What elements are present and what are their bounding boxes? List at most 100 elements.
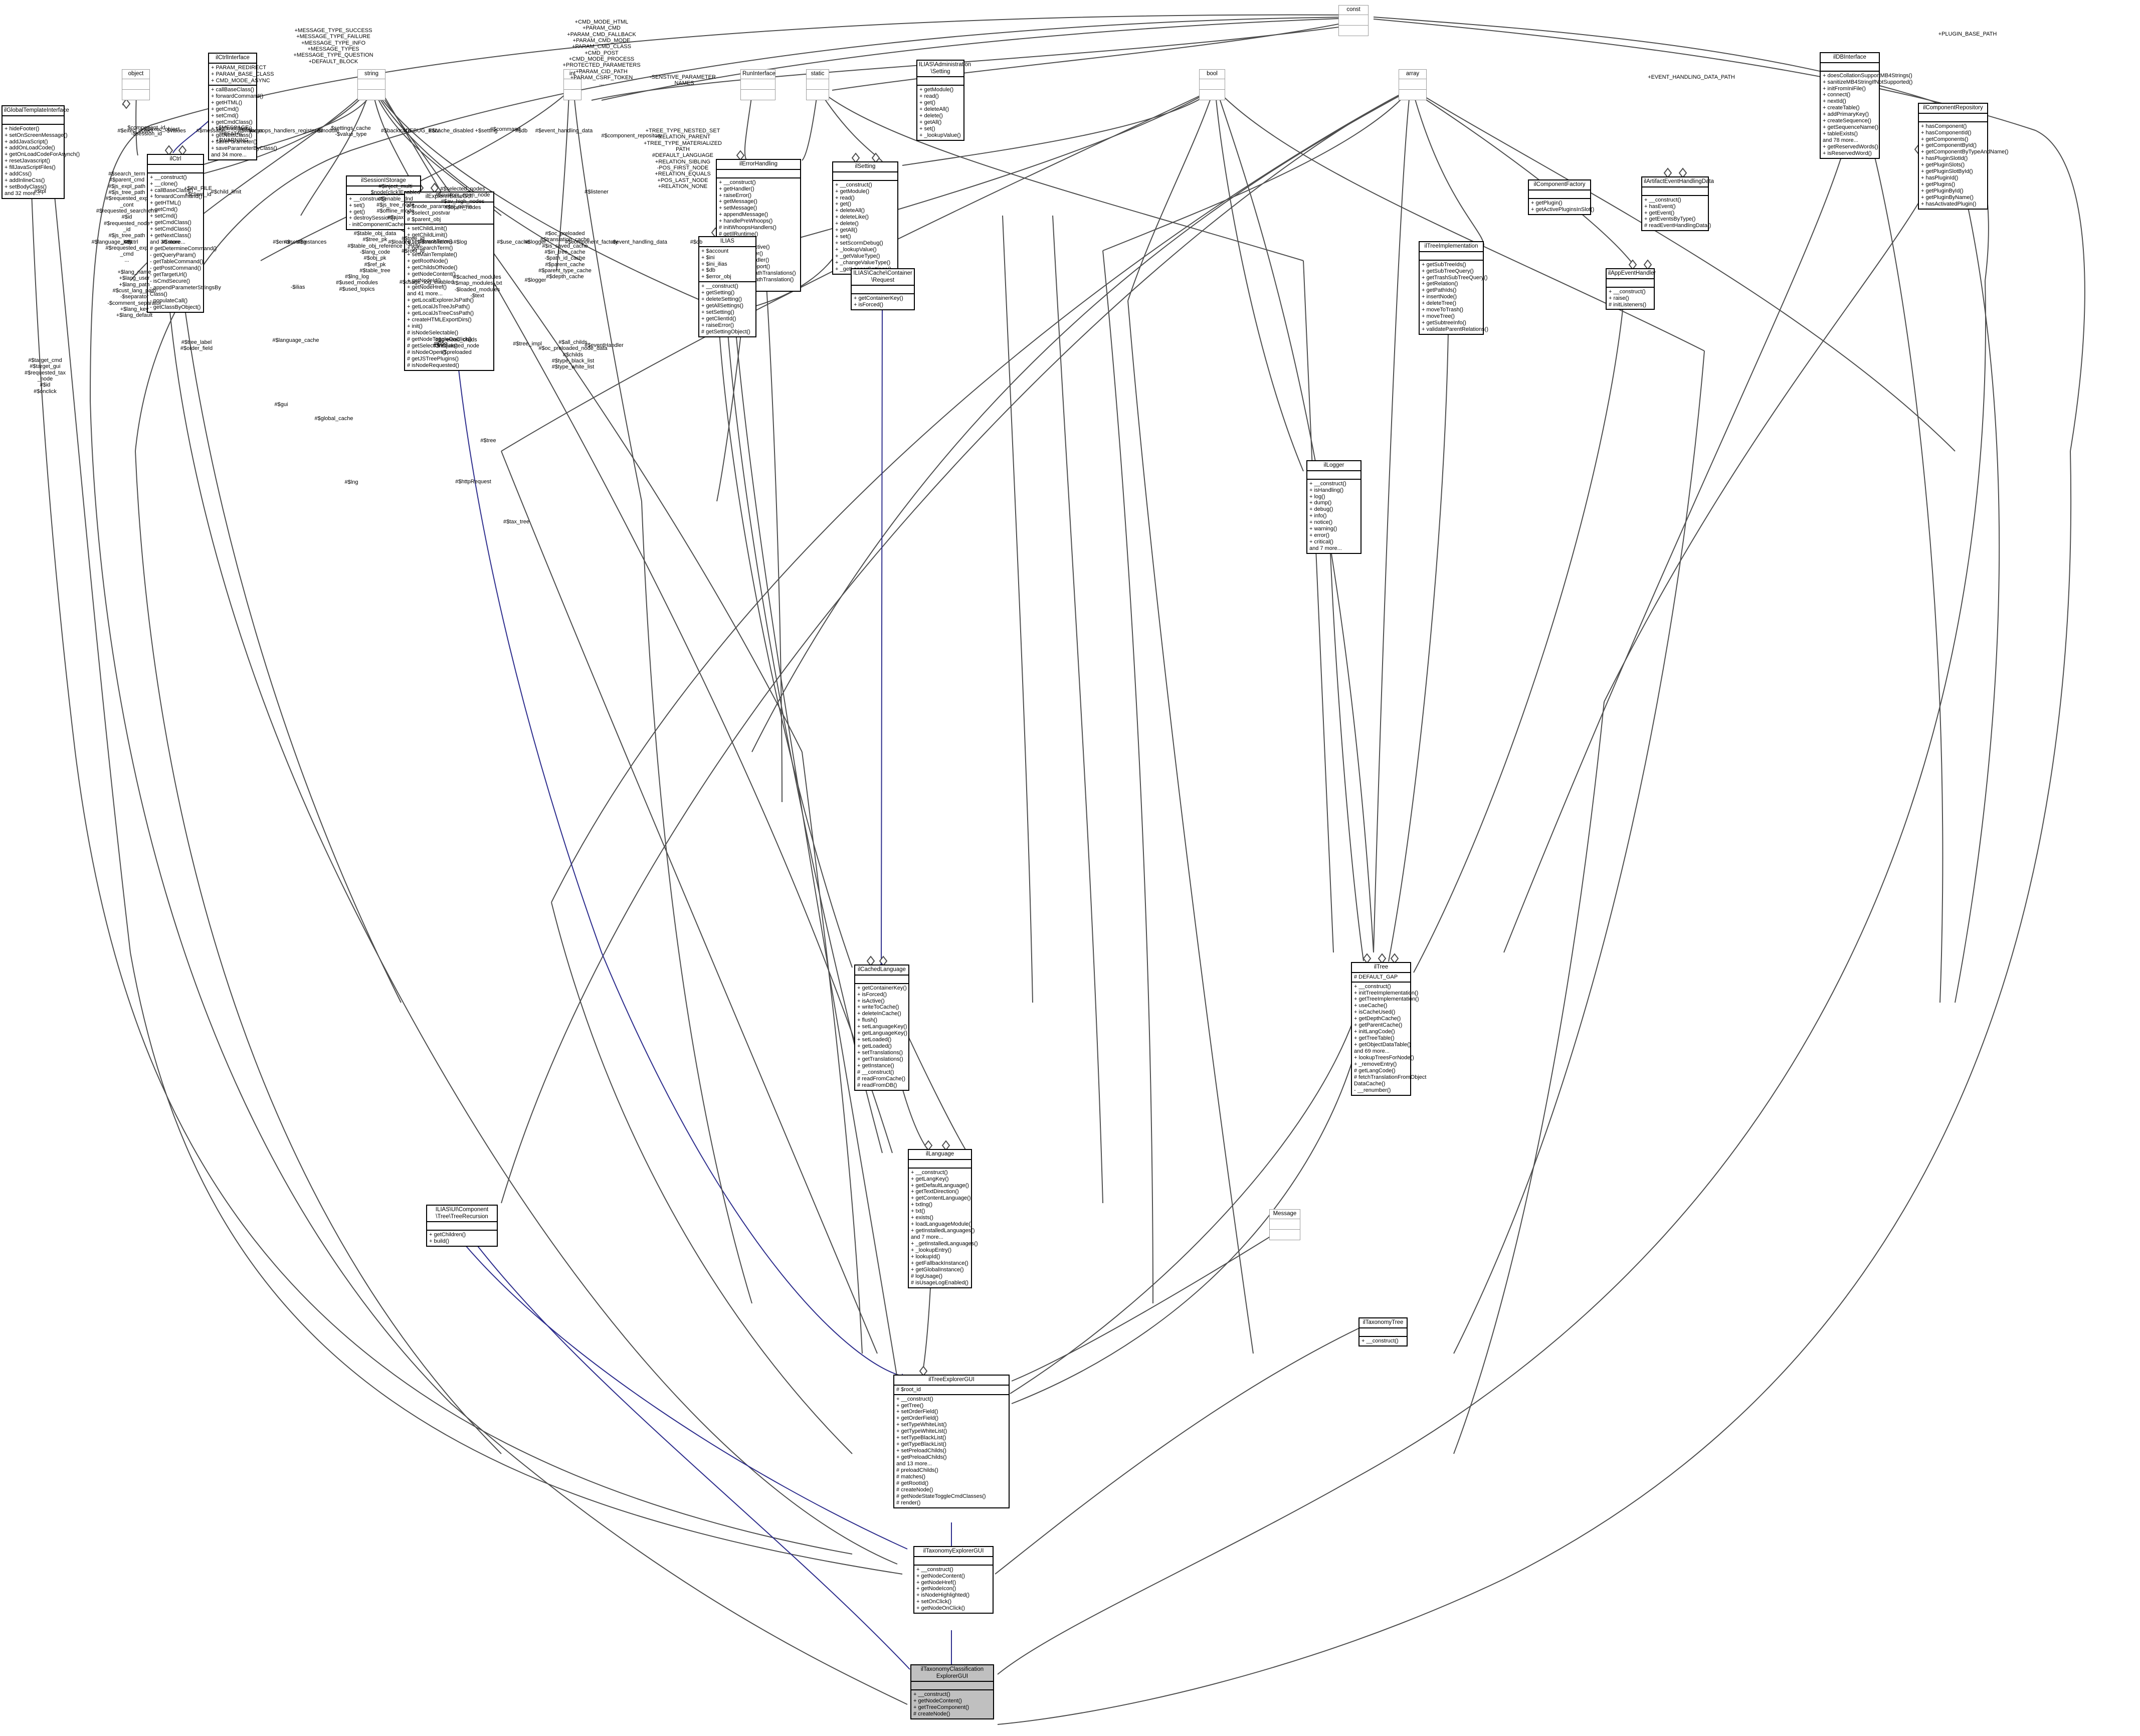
class-operation: + getComponentByTypeAndName() xyxy=(1921,149,2009,155)
uml-class-int[interactable]: int xyxy=(563,69,581,100)
class-operation: + getNodeContent() xyxy=(916,1573,965,1579)
class-operation: + getInstalledLanguages() xyxy=(911,1228,975,1234)
class-attributes xyxy=(852,286,914,295)
class-attribute: # $root_id xyxy=(896,1386,921,1393)
edge-label-plugin-base-path: +PLUGIN_BASE_PATH xyxy=(1938,31,1997,37)
class-operation: # getRootId() xyxy=(896,1480,929,1487)
uml-class-bool[interactable]: bool xyxy=(1199,69,1225,100)
class-operation: # initWhoopsHandlers() xyxy=(719,225,776,231)
edge-label-preload-childs: #$preload_childs #$requested_node #$prel… xyxy=(433,337,479,355)
uml-class-ilGlobalTemplateInterface[interactable]: ilGlobalTemplateInterface+ hideFooter()+… xyxy=(2,105,80,200)
class-operation: + setCmdClass() xyxy=(211,126,253,132)
class-operation: + getCmdClass() xyxy=(150,220,191,226)
edge-label-language-cache: #$language_cache xyxy=(272,337,319,343)
class-operations xyxy=(1339,26,1368,36)
edge-label-log: #$log xyxy=(453,239,467,245)
class-operation: + hasComponentId() xyxy=(1921,129,1972,136)
uml-class-ilTreeImplementation[interactable]: ilTreeImplementation+ getSubTreeIds()+ g… xyxy=(1419,241,1488,335)
uml-class-ILIASAdministrationSetting[interactable]: ILIAS\Administration \Setting+ getModule… xyxy=(916,60,971,141)
uml-class-string[interactable]: string xyxy=(357,69,385,100)
uml-class-ilLanguage[interactable]: ilLanguage+ __construct()+ getLangKey()+… xyxy=(908,1149,978,1288)
uml-class-ilTaxonomyTree[interactable]: ilTaxonomyTree+ __construct() xyxy=(1358,1317,1408,1346)
class-operation: + getLocalExplorerJsPath() xyxy=(407,297,474,304)
uml-class-Message[interactable]: Message xyxy=(1269,1209,1300,1240)
class-title: ILIAS\Cache\Container \Request xyxy=(852,269,914,286)
edge-label-search-term-group: #$search_term #$parent_cmd #$js_expl_pat… xyxy=(96,171,158,264)
class-operations xyxy=(1270,1230,1300,1240)
uml-class-static[interactable]: static xyxy=(806,69,829,100)
class-operation: + isActive() xyxy=(857,998,885,1004)
class-operation: + saveParameter() xyxy=(211,139,257,145)
uml-class-ilSetting[interactable]: ilSetting+ __construct()+ getModule()+ r… xyxy=(832,161,898,275)
class-operation: + txtlng() xyxy=(911,1202,933,1208)
uml-class-ilCachedLanguage[interactable]: ilCachedLanguage+ getContainerKey()+ isF… xyxy=(854,965,909,1091)
edge-label-inject-multi: #$inject_multi $node[click]Enabled #$ena… xyxy=(370,183,421,221)
class-operation: + getLocalJsTreeJsPath() xyxy=(407,304,470,310)
class-operation: + _getValueType() xyxy=(835,253,880,260)
class-title: ilTaxonomyExplorerGUI xyxy=(914,1547,993,1557)
class-operation: - getPostCommand() xyxy=(150,265,202,272)
class-operation: + log() xyxy=(1309,493,1325,500)
uml-class-ilComponentRepository[interactable]: ilComponentRepository+ hasComponent()+ h… xyxy=(1918,103,2009,210)
class-operations: + getChildren()+ build() xyxy=(427,1231,497,1246)
class-operation: + setMainTemplate() xyxy=(407,252,457,258)
uml-class-ilAppEventHandler[interactable]: ilAppEventHandler+ __construct()+ raise(… xyxy=(1606,268,1656,310)
uml-class-ilTaxonomyClassificationExplorerGUI[interactable]: ilTaxonomyClassification ExplorerGUI+ __… xyxy=(910,1664,994,1719)
uml-class-RunInterface[interactable]: RunInterface xyxy=(740,69,775,100)
class-operation: + setLanguageKey() xyxy=(857,1024,907,1030)
class-operation: + setCmd() xyxy=(150,213,177,220)
class-operation: # logUsage() xyxy=(911,1273,942,1280)
class-operation: + raiseError() xyxy=(719,192,752,199)
edge-label-cached-modules: #$cached_modules #$map_modules_txt -$loa… xyxy=(452,274,502,299)
class-operation: + addOnLoadCode() xyxy=(5,145,55,151)
class-operation: + getPathIds() xyxy=(1422,287,1457,294)
class-operation: + isForced() xyxy=(854,302,883,308)
class-operation: + getSubtreeInfo() xyxy=(1422,320,1466,326)
class-operations: + __construct()+ getNodeContent()+ getTr… xyxy=(911,1690,993,1718)
uml-class-ilExplorerBaseGUI[interactable]: ilExplorerBaseGUI# $node_parameter_name#… xyxy=(404,191,494,371)
class-operation: + getSubTreeIds() xyxy=(1422,261,1466,268)
class-operation: + hasPluginSlotId() xyxy=(1921,155,1968,162)
class-operation: + read() xyxy=(835,195,855,201)
class-title: ilComponentRepository xyxy=(1919,104,1987,114)
class-operation: + __construct() xyxy=(896,1396,933,1402)
uml-class-ilArtifactEventHandlingData[interactable]: ilArtifactEventHandlingData+ __construct… xyxy=(1641,176,1714,232)
class-operation: - appendParameterStringsBy xyxy=(150,285,221,291)
class-attributes xyxy=(855,976,908,984)
uml-class-ILIAS[interactable]: ILIAS+ $account+ $ini+ $ini_ilias+ $db+ … xyxy=(698,236,756,338)
class-operation: and 7 more... xyxy=(911,1234,943,1241)
class-operation: + getClientId() xyxy=(701,316,736,322)
class-operation: + getAll() xyxy=(919,119,942,125)
uml-class-ilDBInterface[interactable]: ilDBInterface+ doesCollationSupportMB4St… xyxy=(1820,52,1912,159)
class-operations: + getContainerKey()+ isForced() xyxy=(852,294,914,309)
uml-class-array[interactable]: array xyxy=(1399,69,1427,100)
class-operation: + getLangKey() xyxy=(911,1176,949,1182)
edge-label-sensitive-parameter-names: -SENSTIVE_PARAMETER _NAMES xyxy=(650,74,716,87)
class-operation: + flush() xyxy=(857,1017,878,1024)
class-operation: + __construct() xyxy=(1354,983,1391,990)
class-operation: + fillJavaScriptFiles() xyxy=(5,164,56,171)
uml-class-ILIASCacheContainerRequest[interactable]: ILIAS\Cache\Container \Request + getConta… xyxy=(851,268,915,311)
uml-class-ilTreeExplorerGUI[interactable]: ilTreeExplorerGUI# $root_id+ __construct… xyxy=(893,1375,1010,1508)
class-operation: + getNodeId() xyxy=(407,278,441,284)
class-operation: + getTreeComponent() xyxy=(913,1704,969,1711)
uml-class-ilTaxonomyExplorerGUI[interactable]: ilTaxonomyExplorerGUI+ __construct()+ ge… xyxy=(913,1546,994,1614)
class-title: ilGlobalTemplateInterface xyxy=(3,106,69,116)
edge-label-listener: #$listener xyxy=(585,189,609,195)
class-operation: + delete() xyxy=(919,113,943,119)
uml-class-ilComponentFactory[interactable]: ilComponentFactory+ getPlugin()+ getActi… xyxy=(1528,179,1594,215)
class-operation: + resetJavascript() xyxy=(5,158,50,164)
class-title: ilDBInterface xyxy=(1821,53,1879,63)
uml-class-ilCtrl[interactable]: ilCtrl+ __construct()+ __clone()+ callBa… xyxy=(147,154,221,313)
uml-class-const[interactable]: const xyxy=(1338,5,1369,36)
uml-class-ilLogger[interactable]: ilLogger+ __construct()+ isHandling()+ l… xyxy=(1306,460,1361,554)
uml-class-ILIASUIComponentTreeTreeRecursion[interactable]: ILIAS\UI\Component \Tree\TreeRecursion+ … xyxy=(426,1205,498,1247)
uml-class-ilTree[interactable]: ilTree# DEFAULT_GAP+ __construct()+ init… xyxy=(1351,962,1426,1096)
edge-label-oc-preloaded: #$oc_preloaded #$translation_cache #$is_… xyxy=(538,231,592,280)
class-operation: + exists() xyxy=(911,1215,933,1221)
uml-class-object[interactable]: object xyxy=(122,69,150,100)
class-operation: + nextId() xyxy=(1823,98,1846,105)
class-title: ilCachedLanguage xyxy=(855,966,908,976)
uml-class-ilCtrlInterface[interactable]: ilCtrlInterface+ PARAM_REDIRECT+ PARAM_B… xyxy=(208,53,277,161)
